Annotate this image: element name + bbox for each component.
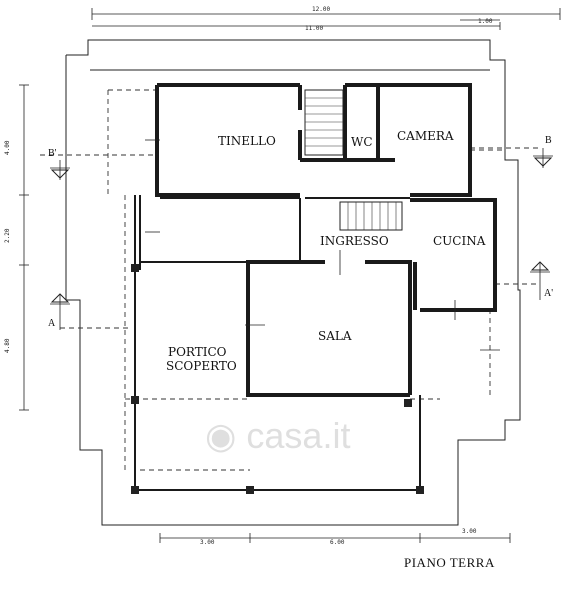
room-label-camera: CAMERA [397,129,454,143]
lot-outline [65,39,521,526]
dim-top-right: 1.00 [478,18,493,25]
dim-left-3: 4.80 [4,338,11,353]
dim-top-total: 12.00 [312,6,330,13]
section-marker-b-right: B [533,135,553,168]
room-label-sala: SALA [318,329,352,343]
section-marker-a-left: A [48,293,70,330]
dim-bottom-3: 3.00 [462,528,477,535]
section-marker-a-right: A' [530,261,553,300]
section-label-b-prime: B' [48,148,57,159]
room-label-wc: WC [351,135,373,149]
room-label-cucina: CUCINA [433,234,486,248]
walls [134,83,497,491]
section-label-a-prime: A' [544,288,553,299]
dim-bottom-1: 3.00 [200,539,215,546]
dim-bottom-2: 6.00 [330,539,345,546]
room-label-ingresso: INGRESSO [320,234,389,248]
left-dimensions: 4.00 2.20 4.80 [4,84,29,411]
bottom-dimensions: 3.00 6.00 3.00 [159,528,511,546]
section-label-a: A [48,318,56,329]
stairs-lower [339,201,403,231]
opening-marks [145,139,500,351]
dim-top-inner: 11.00 [305,25,323,32]
watermark-logo: ◉ casa.it [205,415,350,456]
section-marker-b-left: B' [48,148,70,180]
top-dimensions: 12.00 11.00 1.00 [91,6,561,32]
dim-left-1: 4.00 [4,140,11,155]
dim-left-2: 2.20 [4,228,11,243]
room-label-portico-2: SCOPERTO [166,359,237,373]
room-label-portico-1: PORTICO [168,345,227,359]
section-label-b: B [545,135,552,146]
drawing-title: PIANO TERRA [404,555,495,570]
column-posts [131,264,424,494]
room-label-tinello: TINELLO [218,134,276,148]
stairs-upper [304,89,344,156]
